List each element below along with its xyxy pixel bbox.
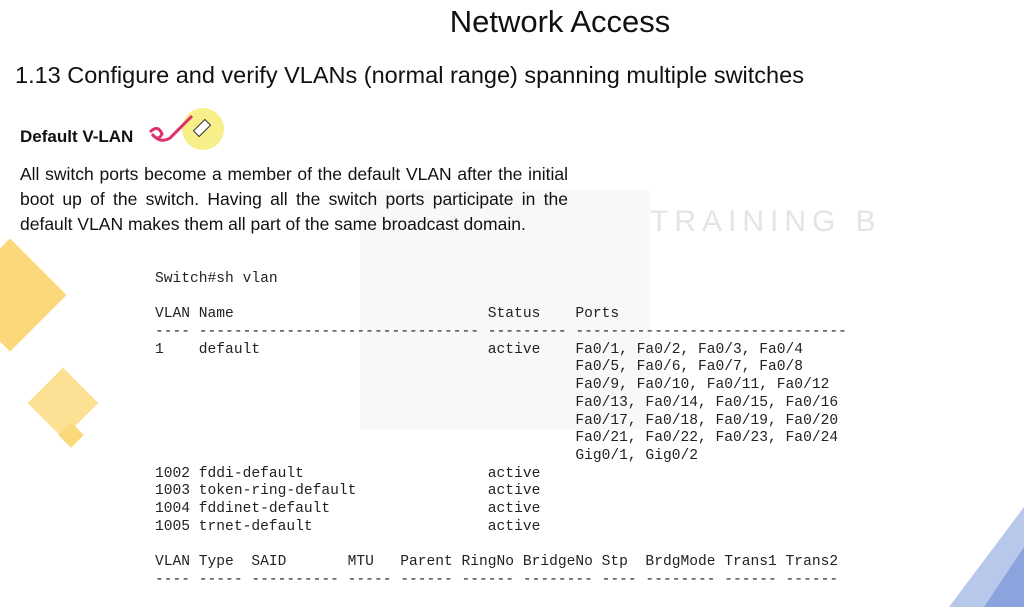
cli-line: ---- ----- ---------- ----- ------ -----…: [155, 571, 839, 588]
cli-line: Fa0/13, Fa0/14, Fa0/15, Fa0/16: [155, 394, 839, 411]
cli-line: Fa0/17, Fa0/18, Fa0/19, Fa0/20: [155, 412, 839, 429]
cli-line: ---- -------------------------------- --…: [155, 324, 847, 341]
slide-title: Network Access: [449, 4, 671, 39]
cli-line: [155, 289, 847, 307]
slide-subtitle: 1.13 Configure and verify VLANs (normal …: [15, 62, 804, 88]
pen-annotation-icon: [148, 114, 212, 142]
decor-diamond: [0, 238, 67, 352]
decor-diamond: [27, 367, 99, 439]
cli-line: Fa0/9, Fa0/10, Fa0/11, Fa0/12: [155, 377, 830, 394]
cli-line: Fa0/21, Fa0/22, Fa0/23, Fa0/24: [155, 430, 839, 447]
cli-line: Gig0/1, Gig0/2: [155, 447, 698, 464]
decor-triangle: [984, 547, 1024, 607]
cli-line: 1004 fddinet-default active: [155, 500, 541, 517]
section-heading: Default V-LAN: [20, 127, 134, 146]
cli-line: Switch#sh vlan: [155, 271, 278, 287]
cli-line: VLAN Type SAID MTU Parent RingNo BridgeN…: [155, 554, 839, 570]
cli-line: VLAN Name Status Ports: [155, 306, 620, 323]
watermark-logo: [360, 190, 650, 430]
body-paragraph: All switch ports become a member of the …: [20, 164, 568, 234]
cli-line: 1 default active Fa0/1, Fa0/2, Fa0/3, Fa…: [155, 341, 804, 358]
cli-line: 1003 token-ring-default active: [155, 483, 541, 500]
watermark-text: TRAINING B: [650, 205, 882, 238]
cli-line: Fa0/5, Fa0/6, Fa0/7, Fa0/8: [155, 359, 804, 376]
cli-line: 1005 trnet-default active: [155, 518, 541, 535]
cli-line: 1002 fddi-default active: [155, 465, 541, 482]
cli-line: [155, 536, 847, 554]
